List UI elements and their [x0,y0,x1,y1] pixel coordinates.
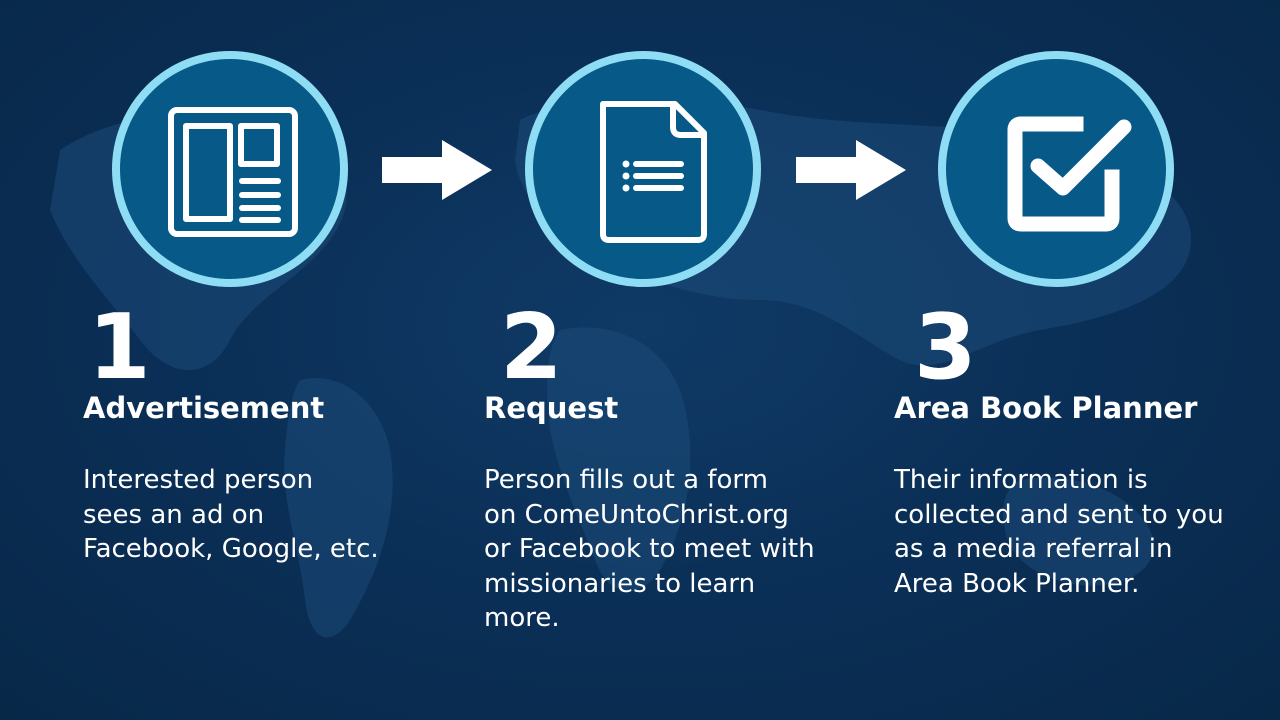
step-3-title: Area Book Planner [894,391,1198,425]
step-1-description-line: Facebook, Google, etc. [83,534,379,564]
step-2-description-line: missionaries to learn [484,568,756,599]
step-3-description-line: Their information is [894,465,1148,495]
step-3-description-line: collected and sent to you [894,499,1224,530]
arrow-right-icon [796,140,906,200]
step-3-number: 3 [914,295,977,400]
arrow-right-icon [382,140,492,200]
step-2-description-line: more. [484,603,560,633]
step-1-icon-circle [112,51,348,287]
step-1-description-line: Interested person [83,465,314,495]
step-1-number: 1 [88,295,151,400]
step-3-icon-circle [938,51,1174,287]
newspaper-icon [168,107,298,237]
step-1-description-line: sees an ad on [83,499,265,530]
document-icon [600,101,707,243]
step-1-title: Advertisement [83,391,325,425]
step-2-description-line: Person fills out a form [484,465,768,495]
step-2-number: 2 [500,295,563,400]
step-1-description: Interested person sees an ad on Facebook… [83,463,379,567]
step-2-description-line: or Facebook to meet with [484,534,815,564]
step-3-description: Their information is collected and sent … [894,463,1224,601]
step-3-description-line: as a media referral in [894,534,1173,564]
step-3-description-line: Area Book Planner. [894,568,1140,599]
step-2-title: Request [484,391,619,425]
step-2-icon-circle [525,51,761,287]
checkbox-icon [1007,116,1132,232]
step-2-description-line: on ComeUntoChrist.org [484,499,789,530]
step-2-description: Person fills out a form on ComeUntoChris… [484,463,815,636]
